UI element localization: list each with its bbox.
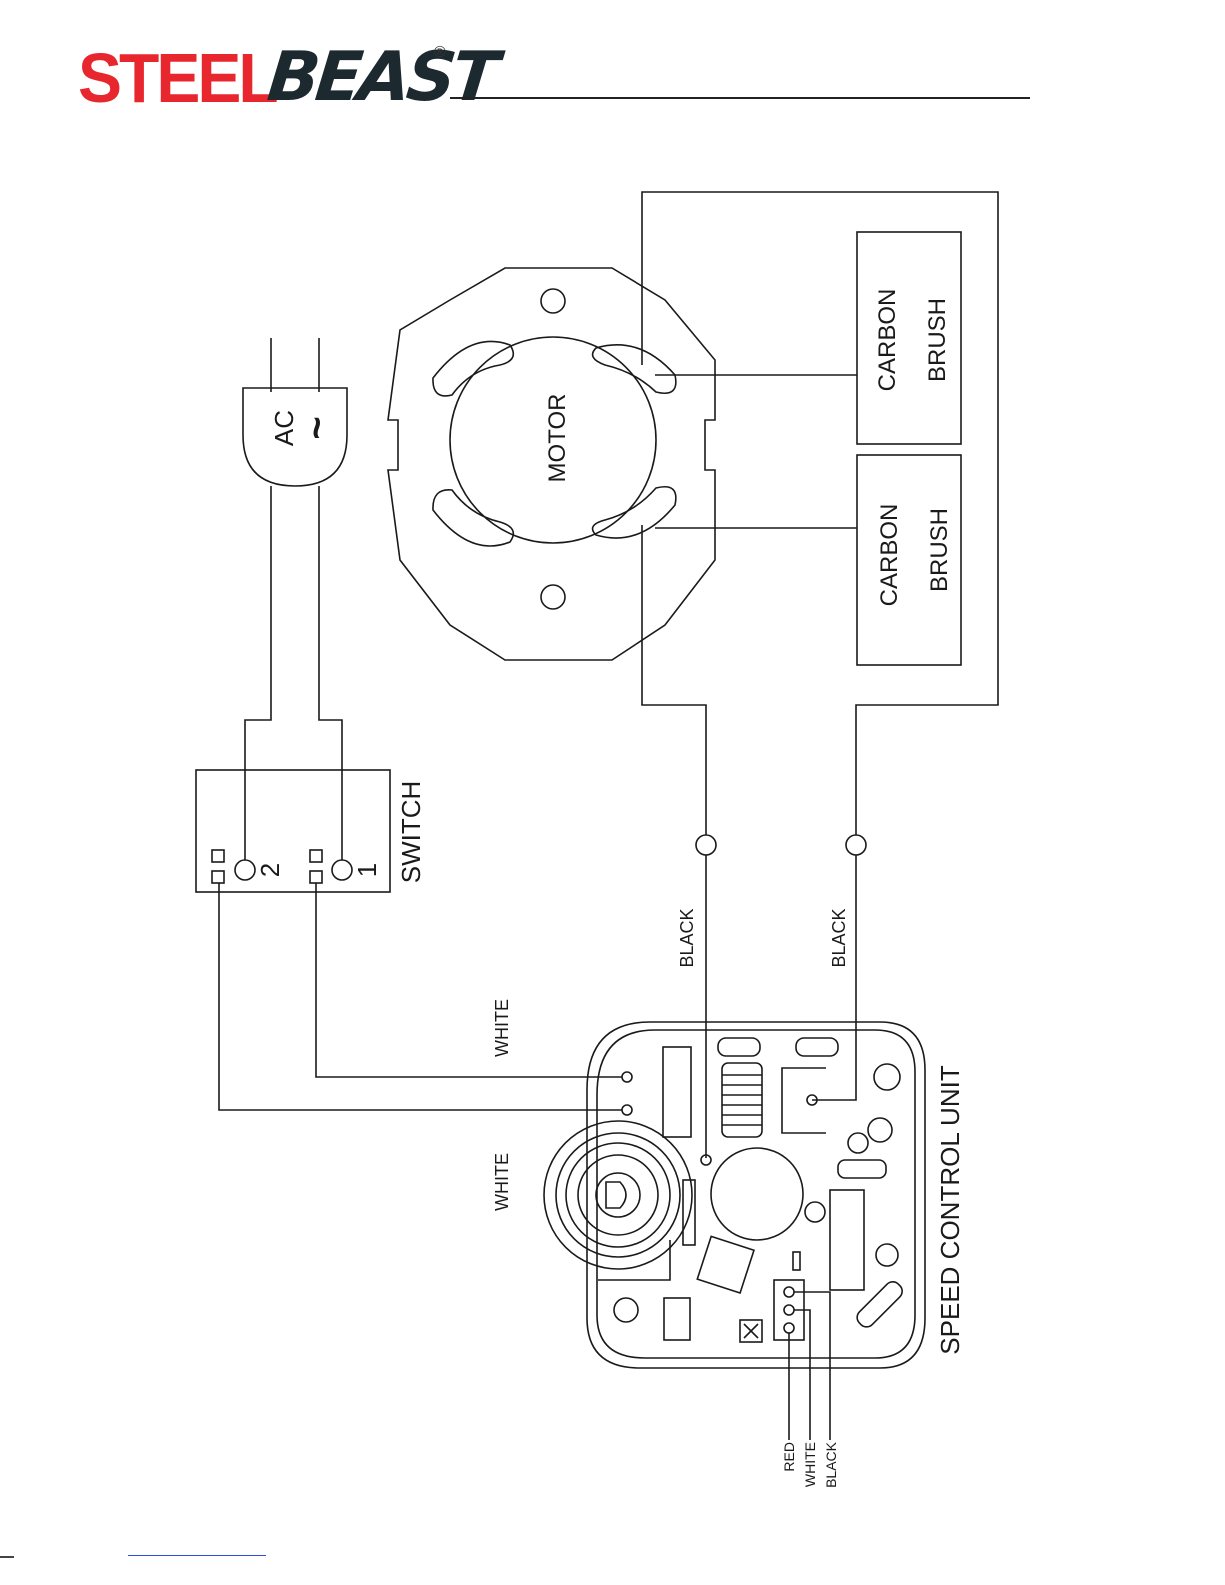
solder-point-white-lower (622, 1105, 632, 1115)
potentiometer-ring-3 (578, 1155, 658, 1235)
switch-terminal-1-label: 1 (352, 863, 382, 877)
footer-mark (0, 1556, 14, 1558)
speed-control-unit-label: SPEED CONTROL UNIT (935, 1065, 965, 1355)
potentiometer-ring-1 (556, 1133, 680, 1257)
switch-tab-2b (212, 871, 224, 883)
motor-slot-2 (433, 490, 513, 546)
component-ic (697, 1236, 754, 1293)
component-resistor-1 (663, 1047, 691, 1137)
motor-label: MOTOR (544, 394, 571, 483)
lead-wire-white (794, 1310, 810, 1440)
footer-link-underline[interactable] (128, 1555, 266, 1556)
component-pad-2 (796, 1038, 838, 1056)
carbon-brush-2-line1: CARBON (876, 504, 903, 607)
lead-wire-black (794, 1292, 830, 1440)
potentiometer-flat (606, 1182, 626, 1208)
wire-black-left-label: BLACK (677, 908, 697, 967)
component-resistor-2 (830, 1190, 864, 1290)
component-mount-hole-top (874, 1064, 900, 1090)
component-small-cap-2 (868, 1118, 892, 1142)
potentiometer-shaft (596, 1173, 640, 1217)
component-resistor-4 (683, 1180, 695, 1245)
motor-slot-1 (433, 341, 513, 395)
lead-black-label: BLACK (823, 1441, 839, 1488)
wire-white-switch-to-unit-lower (219, 883, 622, 1110)
component-capacitor-large (711, 1148, 803, 1240)
switch-terminal-2-circle (235, 860, 255, 880)
wire-white-lower-label: WHITE (492, 1153, 512, 1211)
lead-pin-white (784, 1305, 794, 1315)
wire-frame-right (642, 525, 706, 835)
carbon-brush-1-line2: BRUSH (924, 298, 951, 382)
component-diode (838, 1160, 886, 1178)
switch-tab-2a (212, 850, 224, 862)
solder-point-white-upper (622, 1072, 632, 1082)
component-mount-hole-left (614, 1298, 638, 1322)
wire-black-right-label: BLACK (829, 908, 849, 967)
motor-mount-hole-right (541, 585, 565, 609)
plug-tilde-symbol: ~ (295, 416, 339, 439)
component-mount-hole-bottom (876, 1244, 898, 1266)
connector-black-left (696, 835, 716, 855)
switch-tab-1a (310, 850, 322, 862)
component-pad-1 (718, 1038, 760, 1056)
wire-black-right (812, 855, 856, 1100)
wire-white-upper-label: WHITE (492, 999, 512, 1057)
lead-red-label: RED (781, 1442, 797, 1472)
speed-control-board-inner (597, 1030, 915, 1358)
component-resistor-3 (664, 1298, 690, 1340)
component-small-rect (793, 1252, 800, 1270)
wire-plug-to-switch-1 (319, 486, 342, 860)
lead-pin-red (784, 1323, 794, 1333)
carbon-brush-1-line1: CARBON (874, 289, 901, 392)
component-small-cap-1 (848, 1133, 868, 1153)
component-pad-3 (854, 1279, 906, 1331)
component-choke (722, 1063, 762, 1137)
switch-terminal-1-circle (332, 860, 352, 880)
connector-black-right (846, 835, 866, 855)
switch-label: SWITCH (396, 781, 426, 884)
motor-mount-hole-left (541, 289, 565, 313)
motor-slot-3 (593, 345, 676, 393)
lead-pin-black (784, 1287, 794, 1297)
switch-tab-1b (310, 871, 322, 883)
potentiometer-ring-2 (566, 1143, 670, 1247)
wire-plug-to-switch-2 (245, 486, 271, 860)
wire-white-switch-to-unit-upper (316, 883, 622, 1077)
switch-terminal-2-label: 2 (255, 863, 285, 877)
motor-slot-4 (593, 487, 676, 538)
carbon-brush-2-line2: BRUSH (926, 508, 953, 592)
lead-white-label: WHITE (802, 1442, 818, 1487)
component-small-cap-3 (805, 1202, 825, 1222)
